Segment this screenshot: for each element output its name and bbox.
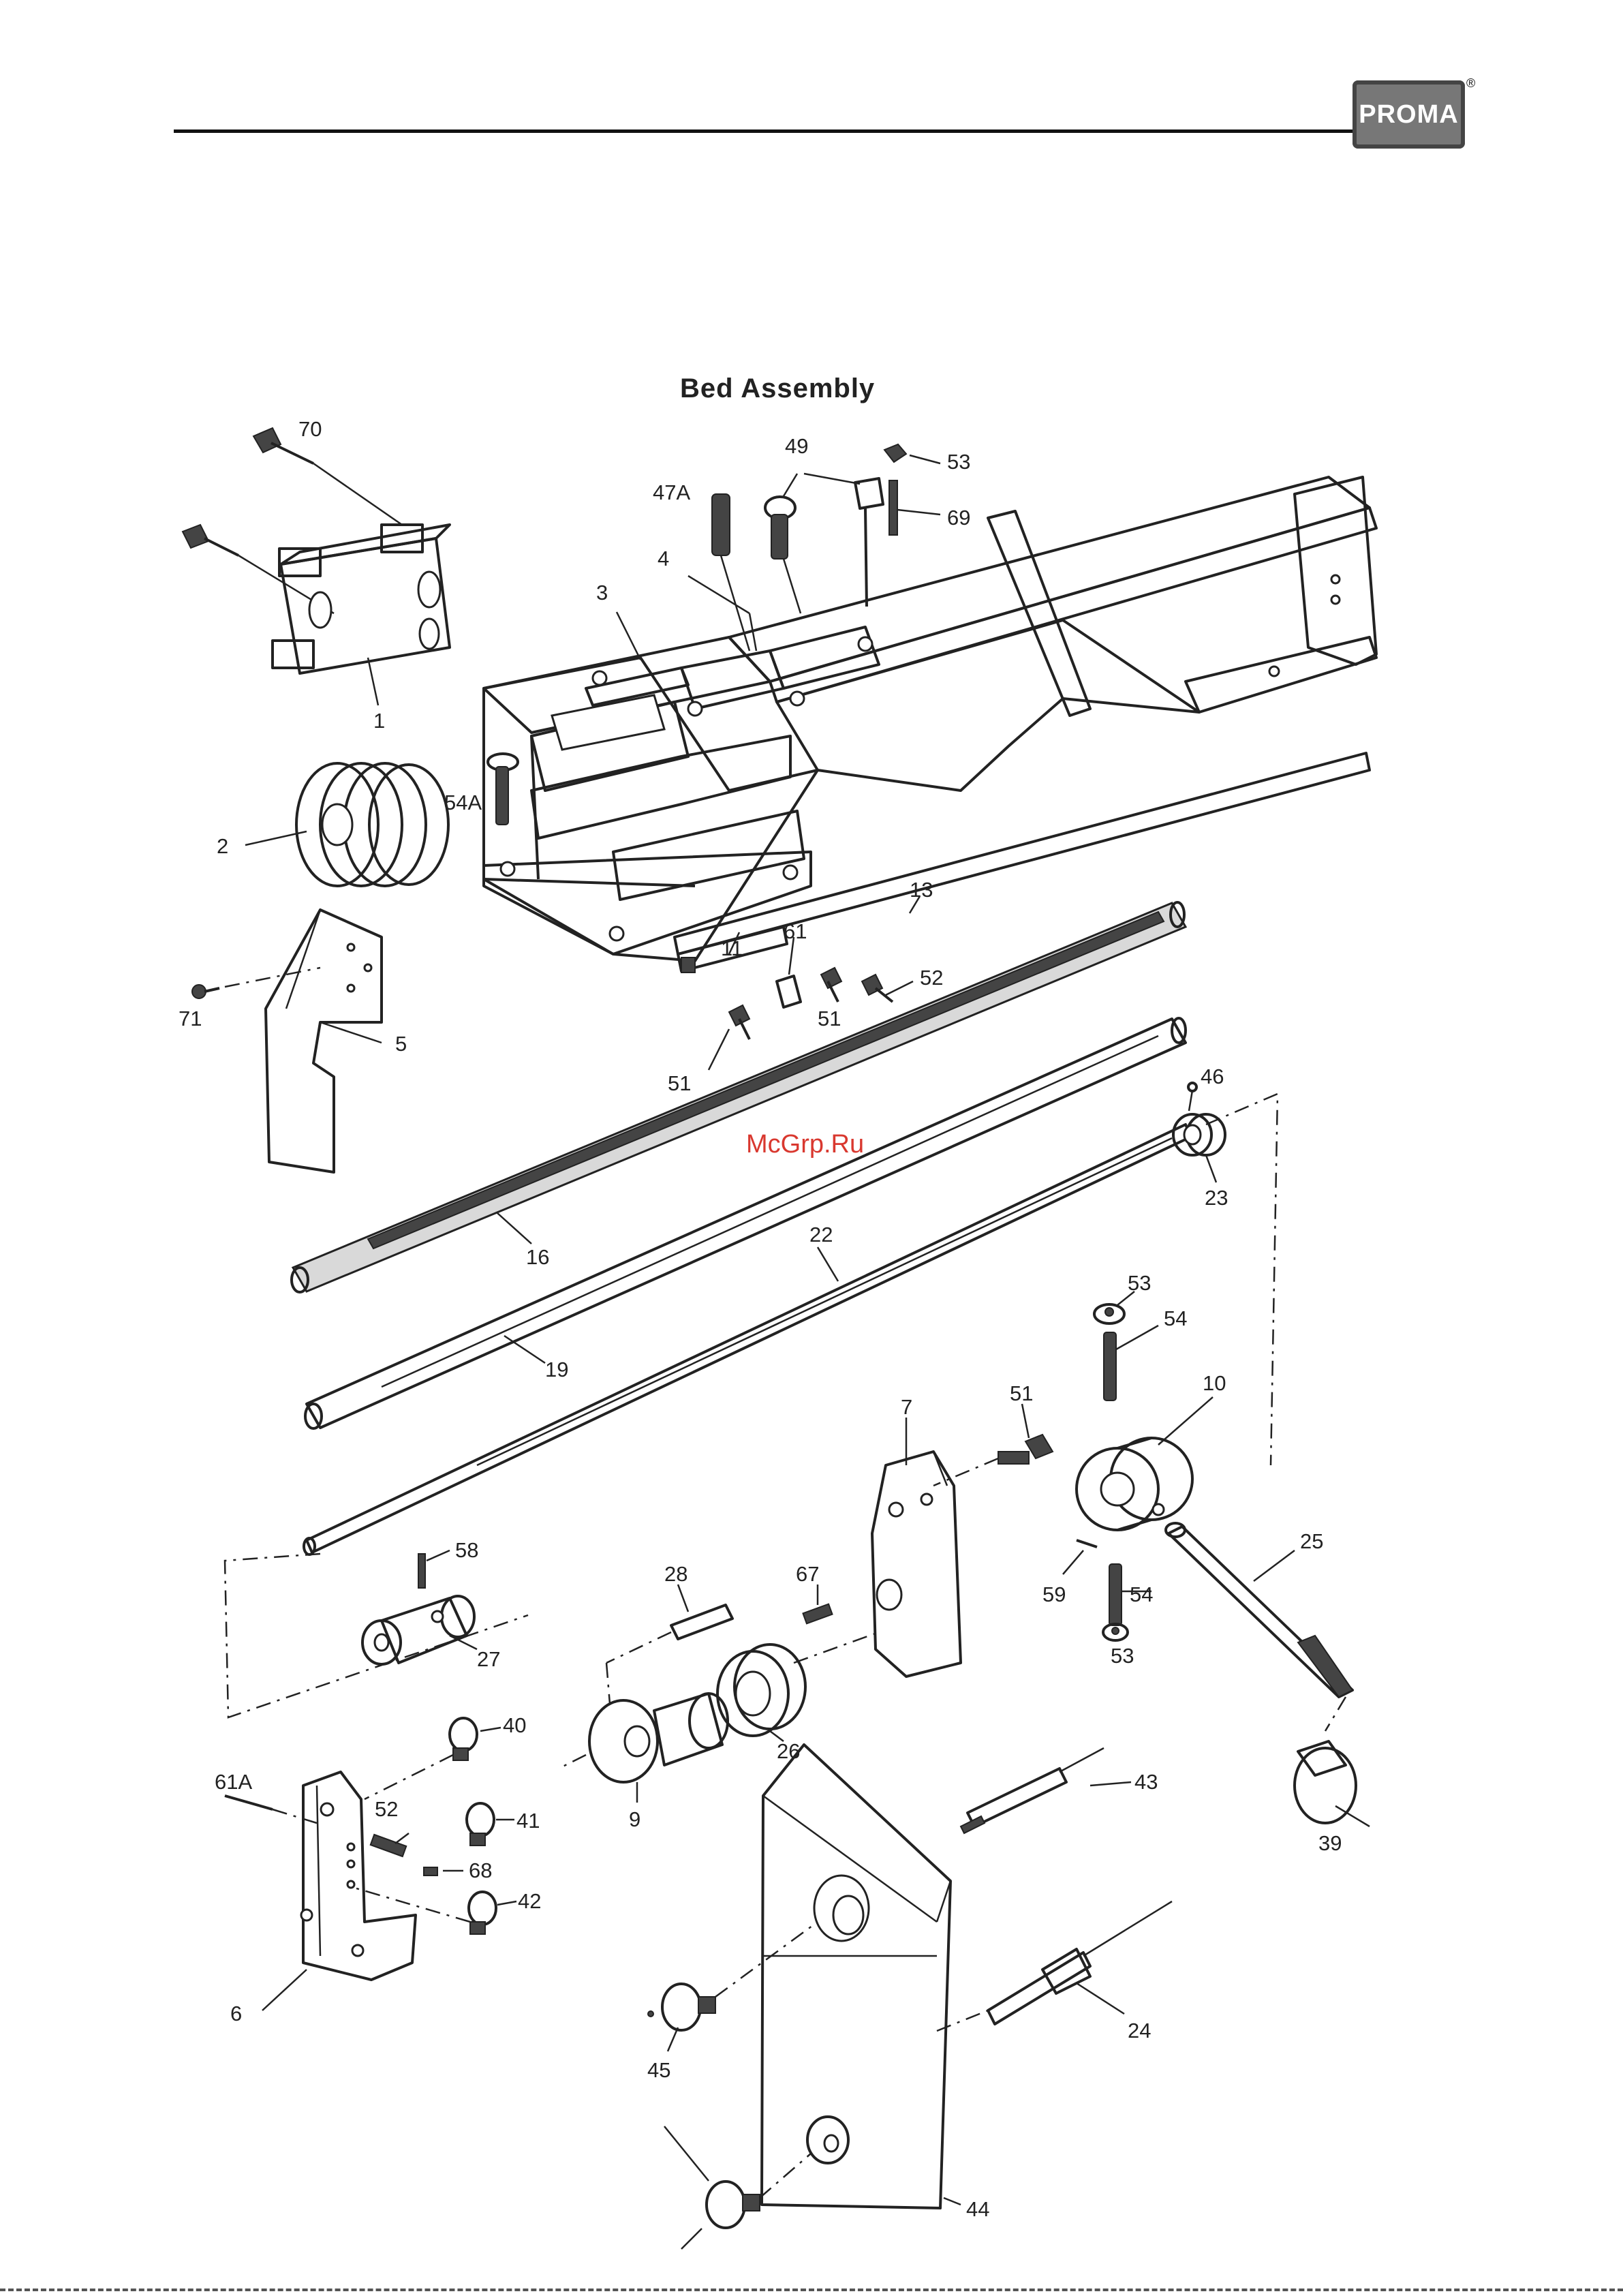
- label-11: 11: [721, 936, 743, 960]
- part-7-plate: [872, 1418, 961, 1677]
- part-70-bolt: [253, 428, 402, 525]
- part-53-nut: [884, 444, 940, 463]
- label-44: 44: [966, 2197, 989, 2221]
- label-49: 49: [785, 434, 808, 458]
- label-40: 40: [503, 1713, 526, 1737]
- label-51-plate: 51: [1010, 1381, 1033, 1405]
- label-10: 10: [1203, 1371, 1226, 1395]
- label-13: 13: [910, 878, 933, 902]
- label-52-lower: 52: [375, 1797, 398, 1821]
- part-54A-bolt: [488, 754, 518, 825]
- label-45: 45: [647, 2058, 670, 2082]
- label-67: 67: [796, 1562, 819, 1586]
- label-69: 69: [947, 506, 970, 530]
- part-52-screw-upper: [862, 975, 913, 1002]
- part-42-knob: [354, 1888, 516, 1934]
- label-46: 46: [1201, 1065, 1224, 1088]
- part-24-shaft: [988, 1901, 1172, 2024]
- label-58: 58: [455, 1538, 478, 1562]
- label-6: 6: [230, 2002, 242, 2025]
- part-71-screw: [192, 968, 320, 998]
- label-27: 27: [477, 1647, 500, 1671]
- part-25-shaft: [1166, 1523, 1352, 1697]
- label-51-upper-a: 51: [818, 1007, 841, 1030]
- part-61-pin: [777, 937, 801, 1007]
- part-58-pin: [418, 1550, 450, 1588]
- label-3: 3: [596, 581, 608, 604]
- part-44-apron: [762, 1745, 988, 2208]
- label-42: 42: [518, 1889, 541, 1913]
- label-2: 2: [217, 834, 228, 858]
- label-54-mid: 54: [1164, 1306, 1187, 1330]
- label-39: 39: [1318, 1831, 1342, 1855]
- part-69-stud: [889, 480, 940, 535]
- part-53-nut-upper: [1094, 1291, 1134, 1323]
- label-53-mid: 53: [1128, 1271, 1151, 1295]
- part-10-bearing-bracket: [1077, 1397, 1213, 1530]
- label-4: 4: [658, 547, 669, 570]
- label-23: 23: [1205, 1186, 1228, 1210]
- label-9: 9: [629, 1807, 640, 1831]
- label-70: 70: [298, 417, 322, 441]
- bottom-rule: [0, 2289, 1623, 2294]
- part-47A-spring: [712, 494, 749, 651]
- part-67-setscrew: [803, 1585, 832, 1623]
- part-27-bushing: [362, 1596, 477, 1664]
- part-23-collar: [1173, 1114, 1225, 1182]
- label-43: 43: [1134, 1770, 1158, 1794]
- part-53-nut-lower: [1103, 1624, 1128, 1640]
- part-1-motor-bracket: [273, 525, 450, 705]
- label-24: 24: [1128, 2019, 1151, 2042]
- label-53-top: 53: [947, 450, 970, 474]
- part-59-pin: [1063, 1540, 1097, 1574]
- label-68: 68: [469, 1858, 492, 1882]
- label-5: 5: [395, 1032, 407, 1056]
- part-43-shaft: [961, 1748, 1131, 1833]
- label-54A: 54A: [444, 791, 482, 814]
- part-49-screws: [765, 474, 883, 613]
- part-68-setscrew: [424, 1867, 463, 1876]
- part-52-screw-lower: [371, 1833, 409, 1856]
- part-16-leadscrew: [292, 902, 1186, 1292]
- label-41: 41: [516, 1809, 540, 1833]
- label-7: 7: [901, 1395, 912, 1419]
- part-40-knob: [365, 1718, 501, 1799]
- label-25: 25: [1300, 1529, 1323, 1553]
- label-53-lower: 53: [1111, 1644, 1134, 1668]
- label-26: 26: [777, 1739, 800, 1763]
- part-5-guard-plate: [266, 910, 382, 1172]
- part-46-setscrew: [1188, 1083, 1196, 1111]
- part-45-knobs: [648, 1922, 818, 2249]
- label-19: 19: [545, 1358, 568, 1381]
- label-61: 61: [784, 919, 807, 943]
- part-39-knob: [1295, 1697, 1370, 1826]
- part-28-pin: [606, 1585, 732, 1663]
- label-1: 1: [373, 709, 385, 733]
- label-59: 59: [1042, 1582, 1066, 1606]
- label-16: 16: [526, 1245, 549, 1269]
- part-22-control-rod: [304, 1124, 1191, 1555]
- part-2-pulley: [245, 763, 448, 886]
- part-9-gear-hub: [559, 1663, 728, 1803]
- label-51-upper-b: 51: [668, 1071, 691, 1095]
- label-22: 22: [809, 1223, 833, 1246]
- label-52-upper: 52: [920, 966, 943, 990]
- label-71: 71: [179, 1007, 202, 1030]
- part-54-stud-upper: [1104, 1326, 1158, 1400]
- label-28: 28: [664, 1562, 687, 1586]
- part-26-ring: [717, 1632, 879, 1741]
- label-47A: 47A: [653, 480, 690, 504]
- part-41-knob: [467, 1803, 514, 1846]
- part-51-screw-plate: [933, 1404, 1053, 1486]
- label-61A: 61A: [215, 1770, 252, 1794]
- label-54-lower: 54: [1130, 1582, 1153, 1606]
